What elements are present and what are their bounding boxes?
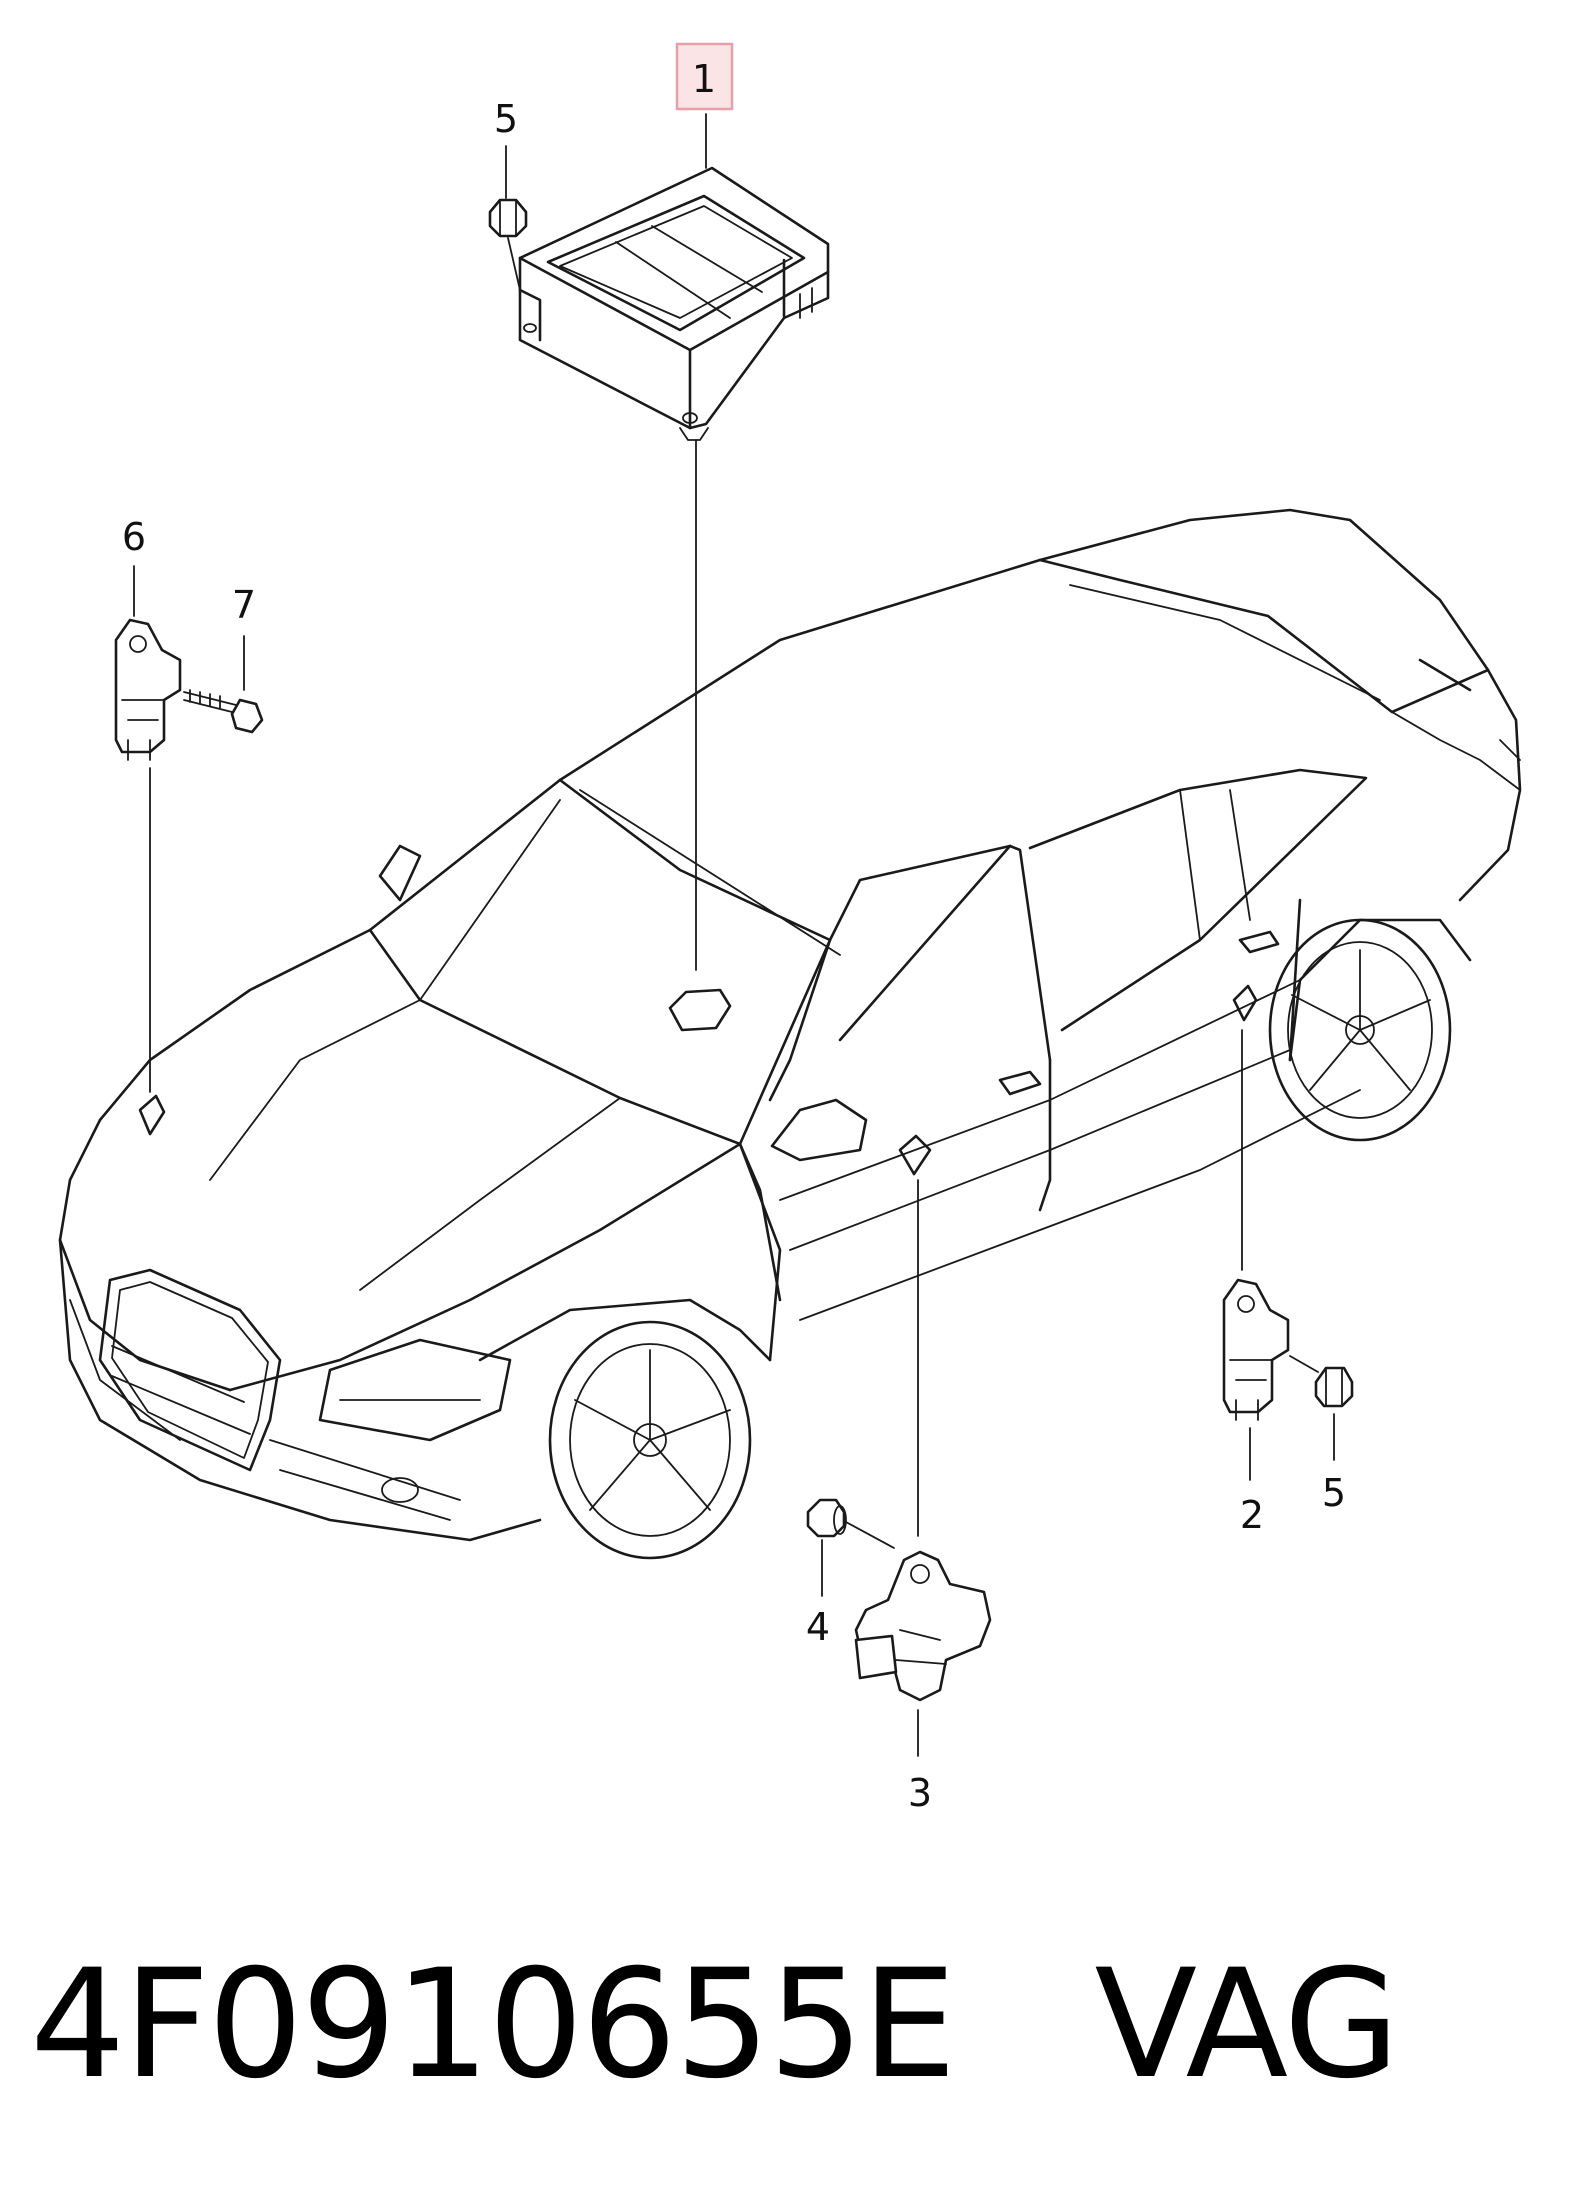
part-number-caption: 4F0910655E VAG: [30, 1930, 1570, 2120]
nut-5-top[interactable]: 5: [488, 97, 528, 291]
nut-5-right[interactable]: 5: [1289, 1355, 1354, 1515]
airbag-control-unit[interactable]: [518, 166, 830, 441]
callout-1[interactable]: 1: [675, 42, 734, 111]
car-illustration: [58, 508, 1522, 1560]
callout-5-top-label: 5: [494, 97, 518, 141]
parts-diagram: 1 5: [58, 42, 1522, 1815]
callout-4-label: 4: [806, 1605, 830, 1649]
nut-4[interactable]: 4: [806, 1498, 895, 1649]
control-unit-mount-outline: [668, 988, 732, 1032]
crash-sensor-6[interactable]: 6: [114, 515, 182, 1093]
callout-1-highlight-box: [675, 42, 734, 111]
rear-sensor-mount-outline: [1232, 984, 1258, 1022]
crash-sensor-3[interactable]: 3: [854, 1179, 992, 1815]
callout-6-label: 6: [122, 515, 146, 559]
callout-1-label: 1: [692, 57, 716, 101]
bolt-7[interactable]: 7: [183, 583, 264, 734]
callout-3-label: 3: [908, 1771, 932, 1815]
crash-sensor-2[interactable]: 2: [1222, 1029, 1290, 1537]
brand-text: VAG: [1094, 1938, 1400, 2112]
front-sensor-mount-outline: [138, 1094, 166, 1136]
callout-7-label: 7: [232, 583, 256, 627]
side-sensor-mount-outline: [898, 1134, 932, 1176]
part-number-text: 4F0910655E: [30, 1938, 957, 2112]
callout-5-right-label: 5: [1322, 1471, 1346, 1515]
callout-2-label: 2: [1240, 1493, 1264, 1537]
